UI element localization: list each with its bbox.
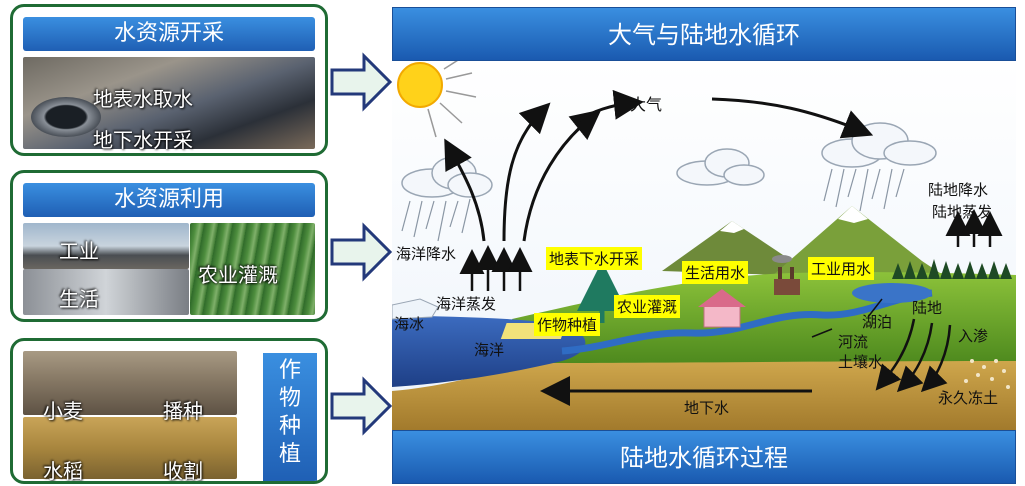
pipe-shape [31,97,101,137]
label-surface-intake: 地表水取水 [93,87,193,111]
arrow-extraction-icon [330,52,392,112]
label-soil-water: 土壤水 [838,353,884,371]
arrow-ocean-up-2 [502,102,551,242]
highlight-crop: 作物种植 [534,313,601,336]
label-rice: 水稻 [43,459,83,483]
water-cycle-diagram: 大气与陆地水循环 [392,7,1016,484]
river [561,289,933,355]
label-industry: 工业 [59,239,99,263]
sun-icon [397,61,477,138]
arrow-use-icon [330,222,392,282]
sea-ice [392,298,439,320]
diagram-top-title: 大气与陆地水循环 [392,7,1016,61]
lake [852,283,932,303]
diagram-bottom-title: 陆地水循环过程 [392,430,1016,484]
factory-icon [772,255,800,295]
label-sowing: 播种 [163,399,203,423]
panel-title-crop: 作物种植 [263,353,317,481]
label-irrigation: 农业灌溉 [198,263,278,287]
label-land-precip: 陆地降水 [928,181,989,199]
infiltration-arrow-2 [896,322,934,393]
label-land: 陆地 [912,299,943,317]
arrow-crop-icon [330,376,392,436]
panel-title-extraction: 水资源开采 [23,17,315,51]
photo-extraction [23,57,315,149]
label-atmosphere: 大气 [630,95,663,114]
label-land-evap: 陆地蒸发 [932,203,993,221]
label-ocean: 海洋 [474,341,505,359]
label-ocean-precip: 海洋降水 [396,245,457,263]
label-infiltration: 入渗 [958,327,989,345]
soil-layer [392,357,1016,430]
photo-harvest [23,417,237,479]
forest [892,259,1012,279]
water-cycle-illustration [392,61,1016,430]
label-sea-ice: 海冰 [394,315,425,333]
arrow-atmos-right [711,97,874,139]
photo-sowing [23,351,237,415]
arrow-ocean-up-3 [522,109,602,242]
snow-cap-left [720,221,744,233]
label-wheat: 小麦 [43,399,83,423]
lake-pointer [867,298,883,318]
photo-industry [23,223,189,269]
highlight-industrial: 工业用水 [808,257,875,280]
land-rain [823,168,905,212]
label-groundwater-extraction: 地下水开采 [93,128,193,152]
cloud-middle-icon [676,148,765,186]
label-permafrost: 永久冻土 [938,389,999,407]
label-domestic: 生活 [59,287,99,311]
panel-water-use: 水资源利用 工业 生活 农业灌溉 [10,170,328,322]
infiltration-arrow-1 [875,318,916,391]
label-groundwater: 地下水 [684,399,730,417]
panel-title-crop-text: 作物种植 [278,358,301,467]
highlight-extraction: 地表下水开采 [546,247,643,270]
label-harvest: 收割 [163,459,203,483]
ocean-rain [401,198,471,242]
house-icon [698,289,746,328]
panel-title-use: 水资源利用 [23,183,315,217]
permafrost-texture [964,359,1010,389]
arrow-atmos-left [577,89,644,123]
highlight-domestic: 生活用水 [682,261,749,284]
photo-domestic [23,269,189,315]
label-ocean-evap: 海洋蒸发 [436,295,497,313]
label-lake: 湖泊 [862,313,893,331]
photo-irrigation [190,223,315,315]
label-river: 河流 [838,333,869,351]
river-pointer [811,328,833,338]
arrow-ocean-up-1 [444,138,486,242]
cloud-land-icon [821,122,937,168]
snow-cap-right [838,206,868,223]
infiltration-arrow-3 [920,324,952,393]
panel-water-extraction: 水资源开采 地表水取水 地下水开采 [10,4,328,156]
highlight-irrigation: 农业灌溉 [614,295,681,318]
panel-crop-planting: 作物种植 小麦 播种 水稻 收割 [10,338,328,484]
